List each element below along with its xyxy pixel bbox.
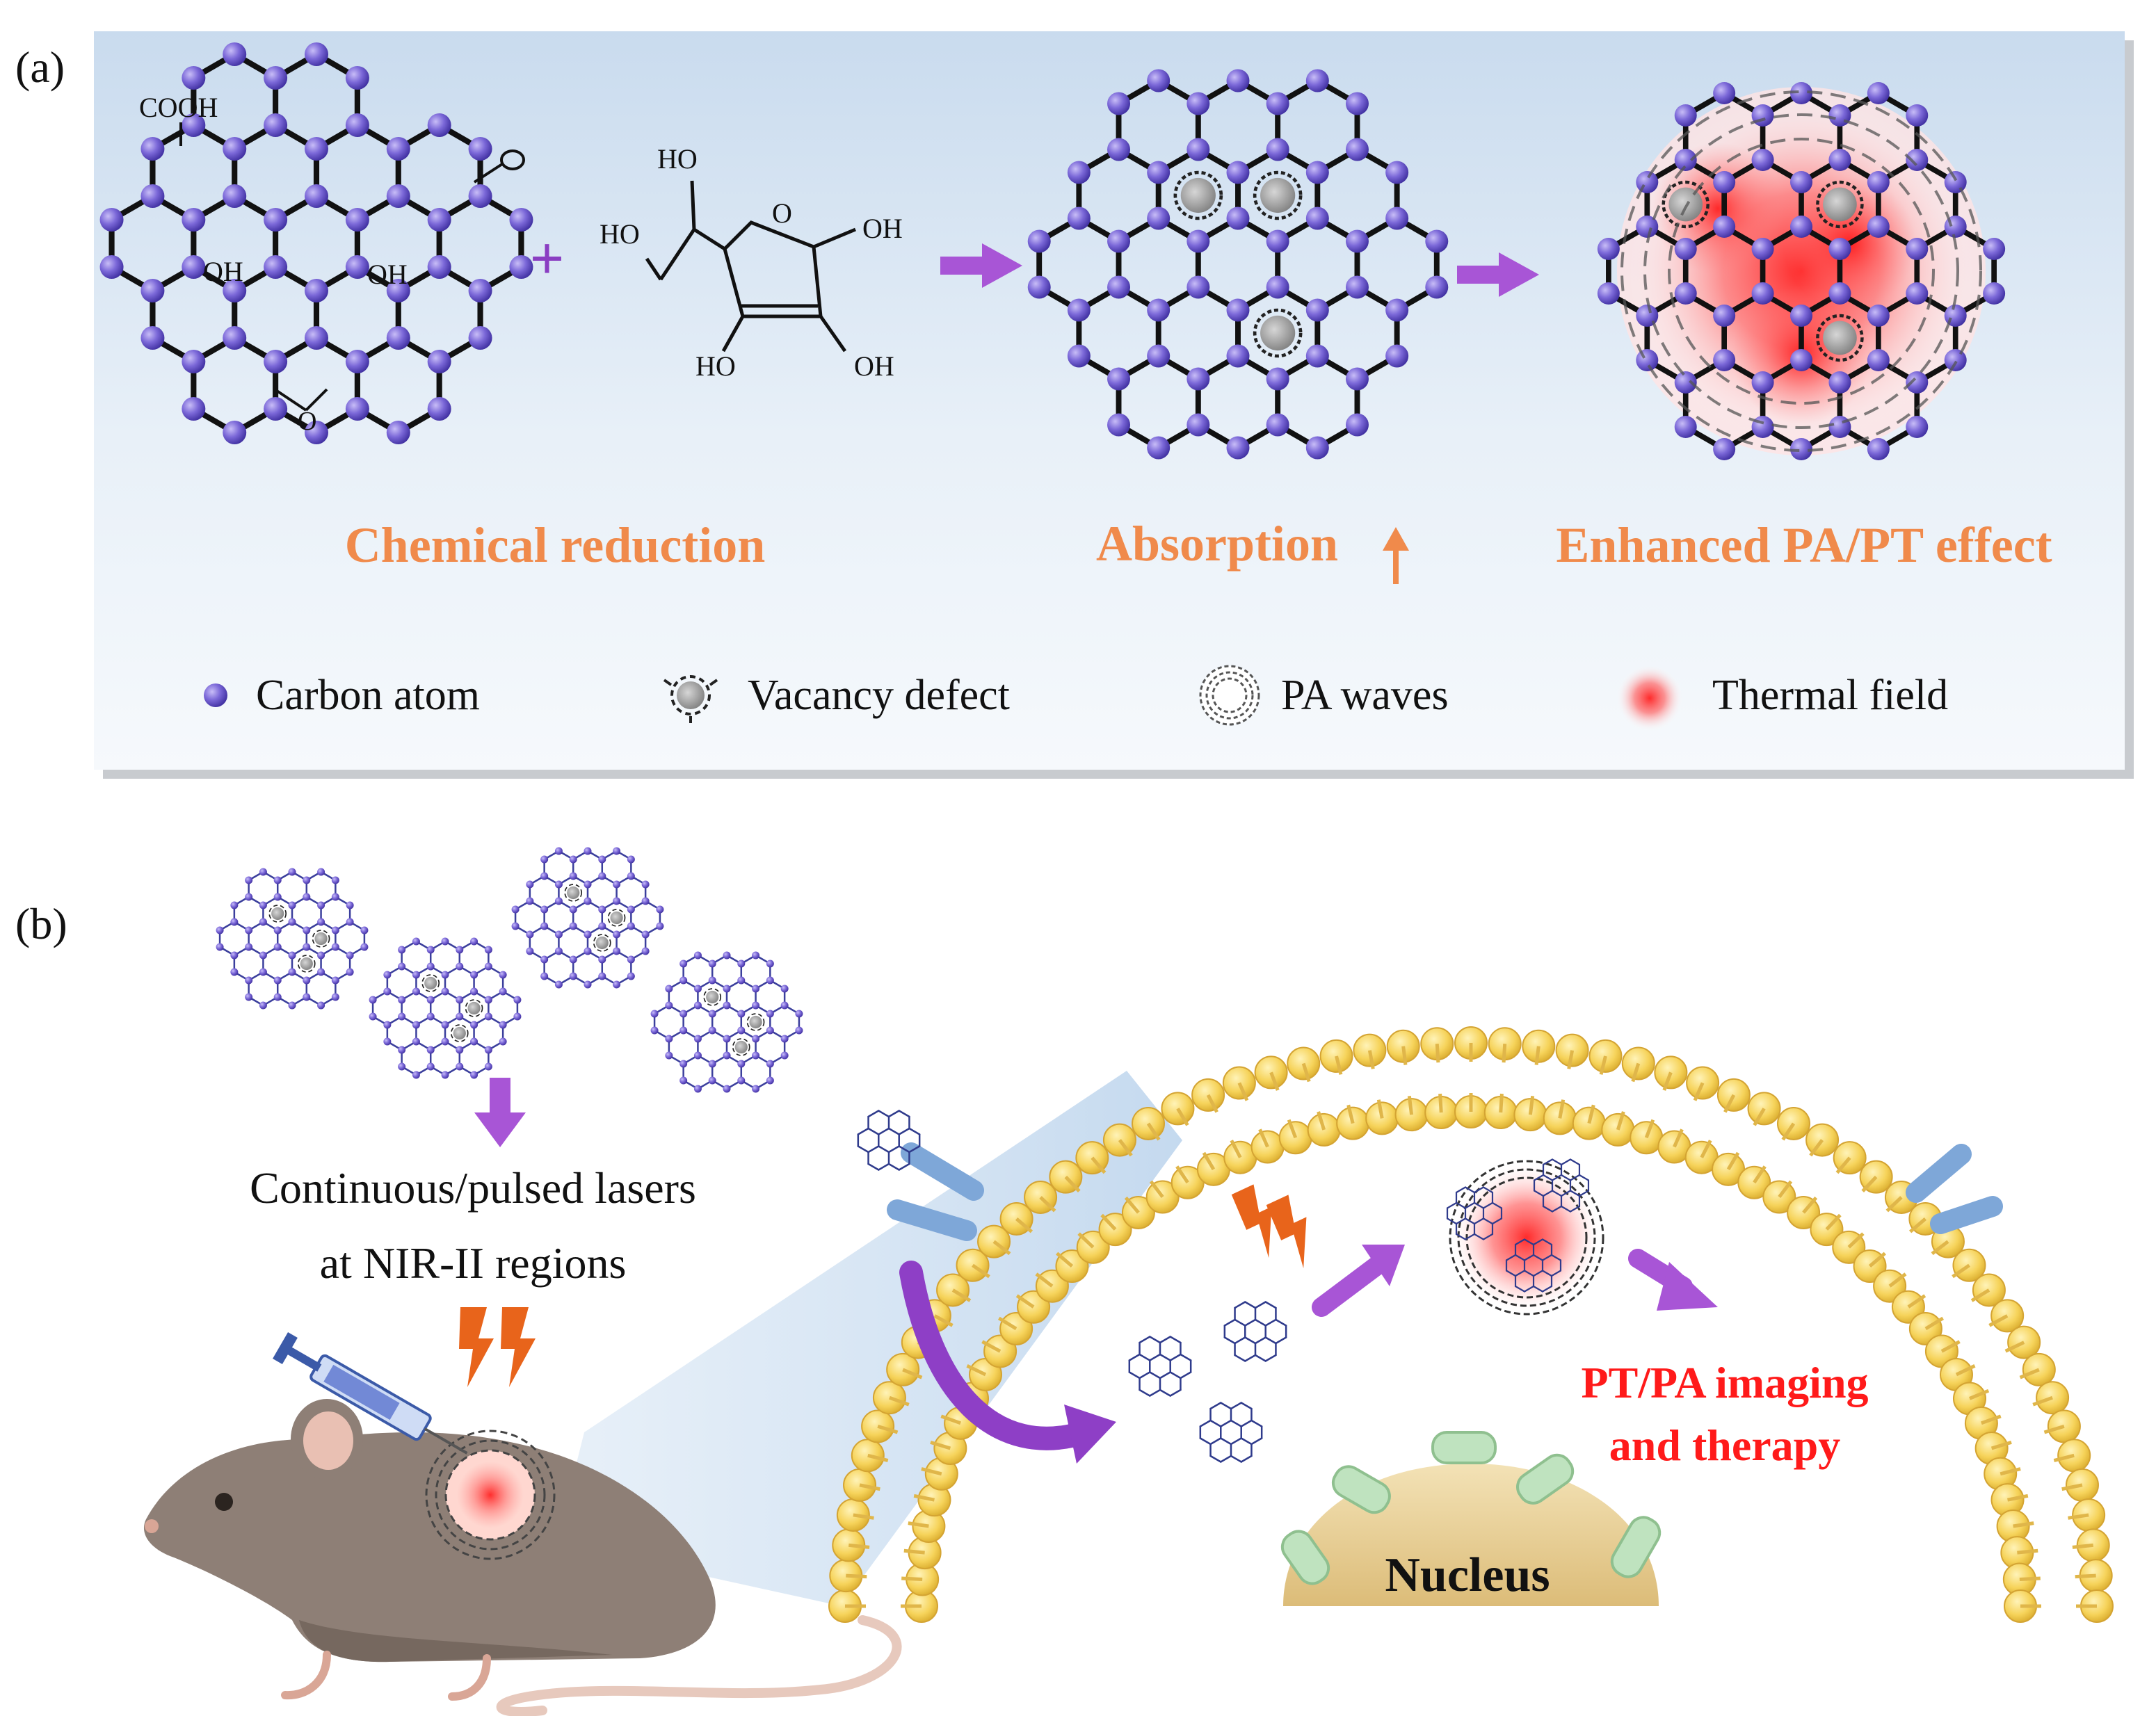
svg-text:O: O <box>298 407 316 436</box>
absorption-up-arrow <box>1383 527 1409 584</box>
syringe-icon <box>273 1331 468 1455</box>
laser-label-line2: at NIR-II regions <box>320 1238 627 1288</box>
reaction-arrow-1 <box>940 243 1022 288</box>
vacancy-defect-icon <box>663 675 718 723</box>
outcome-label-line1: PT/PA imaging <box>1581 1358 1868 1407</box>
chemical-reduction-label: Chemical reduction <box>345 517 766 573</box>
legend-thermal-field: Thermal field <box>1712 672 1948 719</box>
reaction-arrow-2 <box>1457 252 1539 297</box>
panel-b-label: (b) <box>15 899 67 948</box>
heated-graphene-sheet <box>1597 82 2006 460</box>
thermal-field-icon <box>1616 665 1683 731</box>
nanosheet-cluster <box>216 847 803 1093</box>
receptor-left <box>887 1142 984 1241</box>
oh-bottom: OH <box>854 350 894 382</box>
oh-group-1: OH <box>203 256 243 287</box>
carbon-atom-icon <box>204 683 227 707</box>
thermal-field-glow <box>1617 87 1986 455</box>
mouse-illustration <box>143 1399 902 1716</box>
cooh-group: COOH <box>139 92 218 123</box>
oh-group-2: OH <box>367 259 408 290</box>
ketone-group <box>473 149 525 184</box>
ho-top: HO <box>657 143 698 175</box>
pa-waves-icon <box>1199 665 1260 726</box>
laser-lightning-icon <box>459 1307 536 1387</box>
internalized-nanosheets <box>857 1110 1287 1463</box>
enhanced-effect-label: Enhanced PA/PT effect <box>1556 517 2052 573</box>
graphene-oxide-sheet <box>99 42 533 444</box>
legend-vacancy-defect: Vacancy defect <box>748 672 1010 719</box>
cell-membrane <box>828 1026 2114 1623</box>
outcome-label-line2: and therapy <box>1609 1420 1841 1470</box>
receptor-right <box>1906 1144 2003 1234</box>
nucleus: Nucleus <box>1280 1431 1662 1606</box>
cell-lightning-icon <box>1231 1184 1307 1269</box>
laser-label-line1: Continuous/pulsed lasers <box>250 1163 696 1213</box>
down-arrow <box>474 1078 526 1147</box>
heated-nanosheet-in-cell <box>1445 1156 1609 1320</box>
tumor-heat-spot <box>425 1430 556 1560</box>
pa-wave-rings <box>1620 90 1982 452</box>
cell-arrow-1 <box>1312 1245 1405 1317</box>
oh-right: OH <box>862 213 903 244</box>
cell-arrow-2 <box>1628 1249 1718 1311</box>
panel-a-label: (a) <box>15 42 65 92</box>
nucleus-label: Nucleus <box>1385 1548 1550 1602</box>
ascorbic-acid-molecule <box>645 180 856 353</box>
entry-curved-arrow <box>899 1261 1116 1464</box>
legend-carbon-atom: Carbon atom <box>256 672 480 719</box>
ho-left: HO <box>600 218 640 250</box>
ring-oxygen: O <box>772 197 792 229</box>
ho-bottom: HO <box>695 350 736 382</box>
heated-nanosheet-lattice <box>1446 1158 1590 1293</box>
plus-sign: + <box>530 225 564 291</box>
legend-pa-waves: PA waves <box>1281 672 1449 719</box>
absorption-label: Absorption <box>1096 516 1338 572</box>
epoxide-group: O <box>273 388 328 436</box>
reduced-graphene-sheet <box>1027 69 1449 460</box>
legend: Carbon atom Vacancy defect PA waves Ther… <box>204 665 1948 731</box>
